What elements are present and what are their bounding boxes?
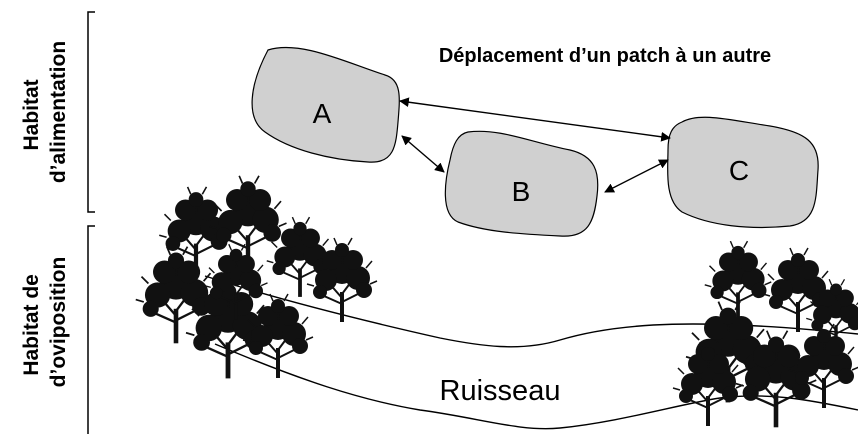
patch-c-label: C xyxy=(729,155,749,186)
tree-icon xyxy=(242,293,314,379)
feeding-habitat-label: Habitat d’alimentation xyxy=(20,41,70,183)
patch-a xyxy=(251,46,400,163)
oviposition-habitat-line1: Habitat de xyxy=(20,274,43,376)
diagram-title: Déplacement d’un patch à un autre xyxy=(439,45,771,67)
oviposition-habitat-line2: d’oviposition xyxy=(47,257,70,388)
left-tree-cluster xyxy=(134,174,378,380)
patch-b xyxy=(444,130,599,237)
feeding-habitat-line2: d’alimentation xyxy=(47,41,70,183)
feeding-habitat-line1: Habitat xyxy=(20,79,43,150)
patch-b-label: B xyxy=(512,176,531,207)
arrow-a-b xyxy=(401,135,445,173)
tree-icon xyxy=(703,240,773,322)
feeding-habitat-bracket xyxy=(87,11,95,213)
patch-c xyxy=(667,116,819,229)
stream-label: Ruisseau xyxy=(440,375,561,407)
arrow-a-c xyxy=(399,97,671,142)
oviposition-habitat-bracket xyxy=(87,225,95,434)
right-tree-cluster xyxy=(672,240,858,429)
oviposition-habitat-label: Habitat de d’oviposition xyxy=(20,257,70,388)
arrow-b-c xyxy=(604,159,669,193)
stream-bank-upper xyxy=(204,275,858,348)
patch-a-label: A xyxy=(313,98,332,129)
